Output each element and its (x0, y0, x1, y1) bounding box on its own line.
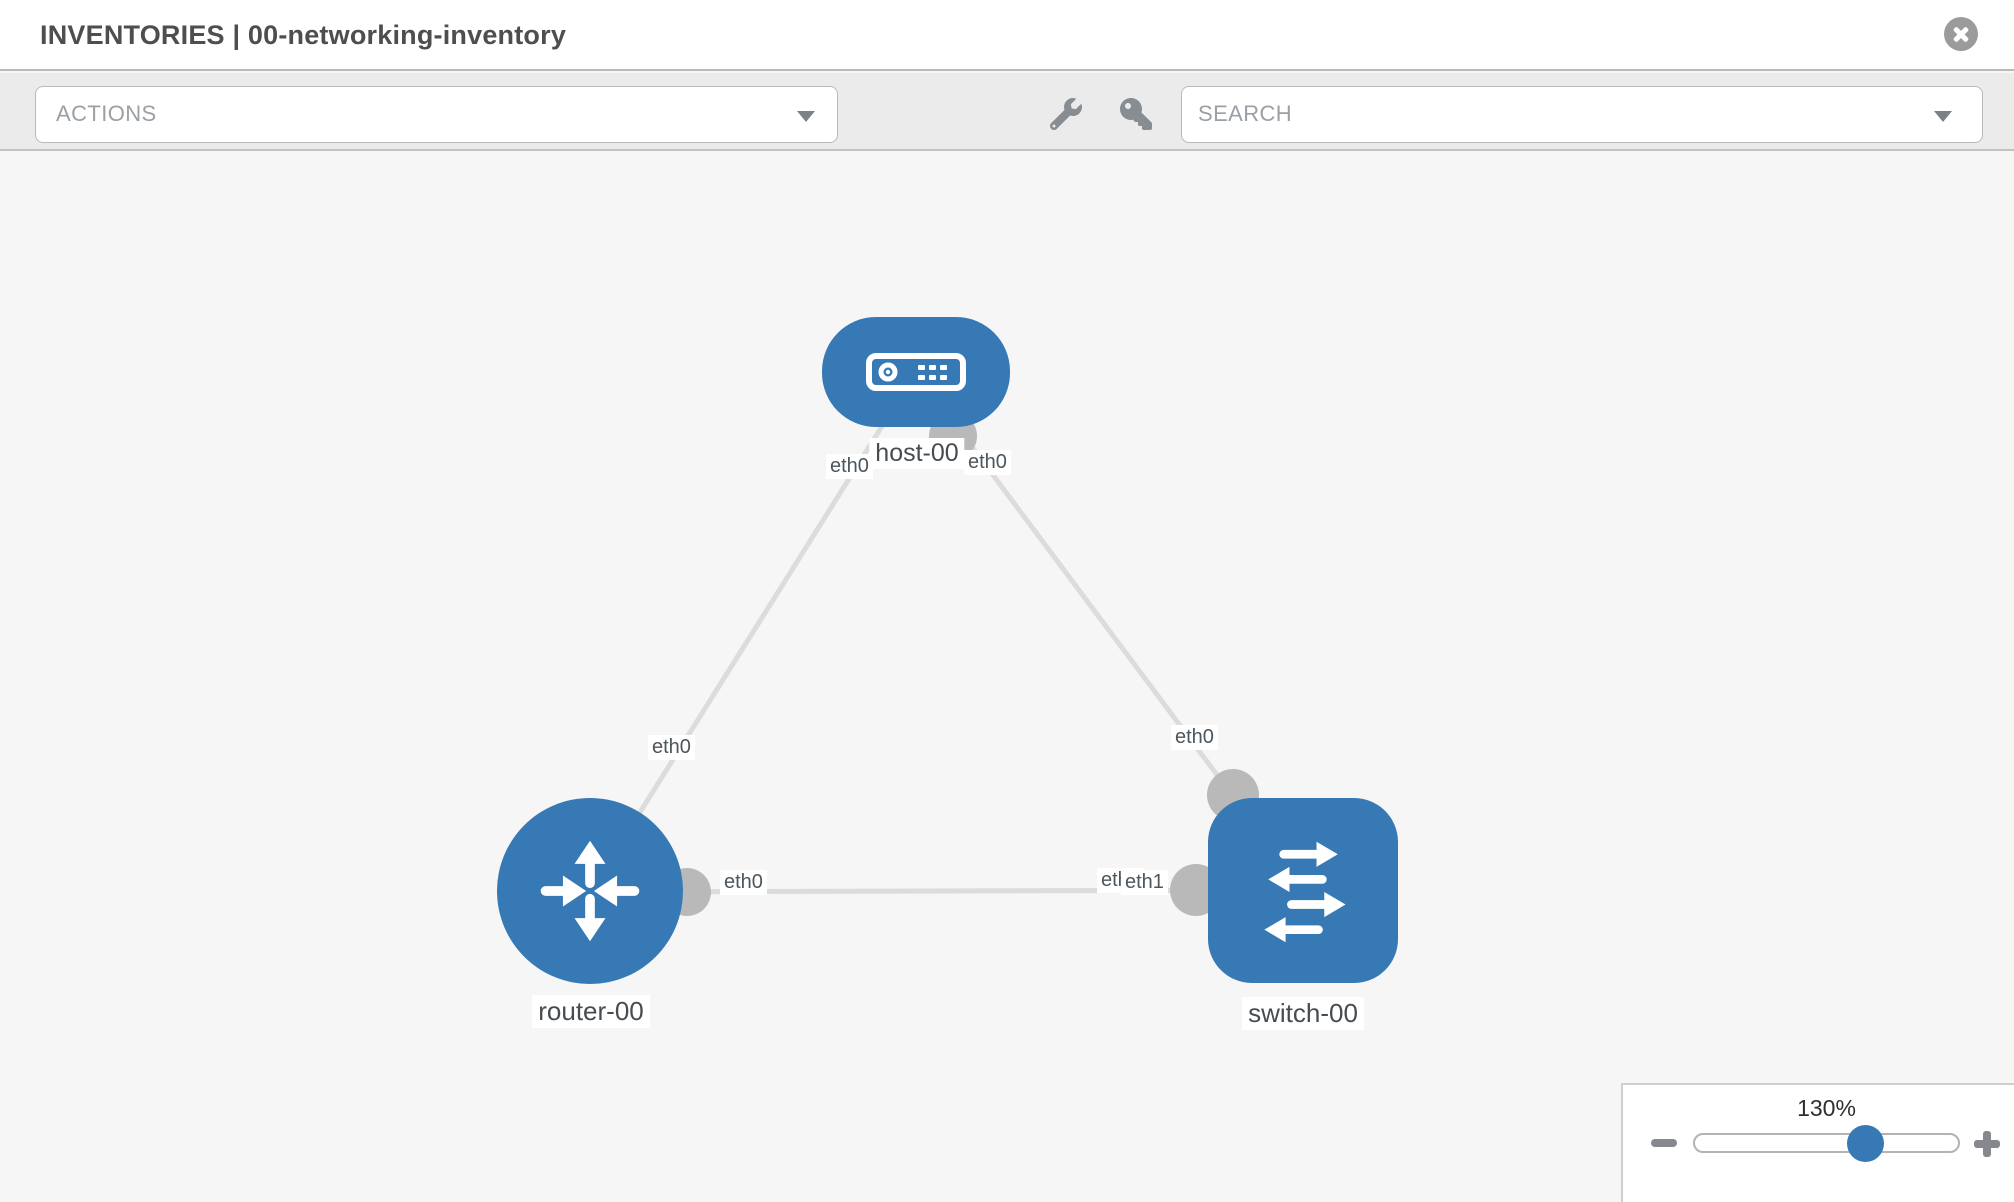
interface-label: eth0 (648, 735, 695, 760)
node-host-00[interactable] (822, 317, 1010, 427)
node-label-host-00: host-00 (869, 438, 965, 469)
interface-label: eth0 (1171, 725, 1218, 750)
host-icon (866, 353, 966, 391)
node-label-router-00: router-00 (532, 995, 650, 1028)
key-icon[interactable] (1120, 98, 1152, 130)
zoom-slider-track[interactable] (1693, 1133, 1960, 1153)
node-router-00[interactable] (497, 798, 683, 984)
toolbar: ACTIONS SEARCH (0, 73, 2014, 151)
actions-dropdown[interactable]: ACTIONS (35, 86, 838, 143)
chevron-down-icon (1934, 111, 1952, 122)
search-dropdown[interactable]: SEARCH (1181, 86, 1983, 143)
node-label-switch-00: switch-00 (1242, 997, 1364, 1030)
interface-label: eth0 (720, 870, 767, 895)
plus-icon-bar (1974, 1140, 2000, 1148)
zoom-in-plus-icon[interactable] (1974, 1131, 2000, 1157)
switch-icon (1264, 841, 1346, 942)
search-dropdown-label: SEARCH (1198, 101, 1293, 126)
links-layer (587, 370, 1306, 916)
header: INVENTORIES | 00-networking-inventory (0, 0, 2014, 71)
interface-label: eth0 (826, 454, 873, 479)
zoom-out-minus-icon[interactable] (1651, 1139, 1677, 1147)
page-title: INVENTORIES | 00-networking-inventory (40, 20, 567, 50)
interface-label: eth0 (964, 450, 1011, 475)
node-switch-00[interactable] (1208, 798, 1398, 983)
router-icon (540, 840, 640, 942)
zoom-slider-knob[interactable] (1847, 1125, 1884, 1162)
zoom-level-value: 130% (1797, 1095, 1856, 1121)
wrench-icon[interactable] (1049, 98, 1082, 131)
chevron-down-icon (797, 111, 815, 122)
topology-canvas[interactable]: eth0 eth0 eth0 eth0 eth0 eth0 eth1 host-… (0, 153, 2014, 1202)
close-icon[interactable] (1944, 17, 1978, 51)
actions-dropdown-label: ACTIONS (56, 101, 157, 126)
zoom-panel: 130% (1621, 1083, 2014, 1202)
interface-label: eth1 (1121, 870, 1168, 895)
